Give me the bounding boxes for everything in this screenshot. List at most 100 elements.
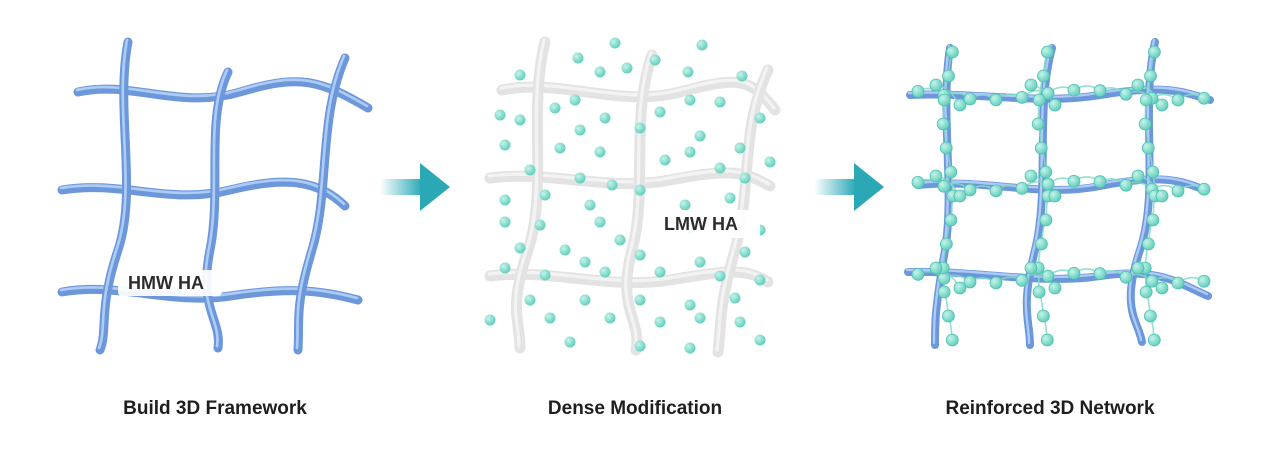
lmw-particle-17: [754, 112, 766, 124]
bonded-particle-17: [1041, 177, 1055, 191]
bonded-particle-12: [911, 175, 925, 189]
bonded-particle-64: [1139, 93, 1153, 107]
bonded-particle-46: [937, 285, 951, 299]
lmw-particle-61: [729, 292, 741, 304]
bonded-particle-5: [1041, 86, 1055, 100]
bonded-particle-22: [1171, 184, 1185, 198]
lmw-particle-55: [714, 270, 726, 282]
hmw-label-backdrop: [118, 270, 222, 296]
lmw-particle-59: [634, 294, 646, 306]
bonded-particle-75: [929, 78, 943, 92]
lmw-particle-19: [634, 122, 646, 134]
gray-strand-v1: [510, 36, 551, 354]
lmw-particle-22: [554, 142, 566, 154]
panel-reinforced-network: [904, 38, 1214, 349]
lmw-particle-2: [572, 52, 584, 64]
lmw-particle-0: [609, 37, 621, 49]
bonded-particle-27: [989, 276, 1003, 290]
bonded-particle-88: [953, 281, 967, 295]
lmw-particle-8: [736, 70, 748, 82]
bonded-particle-3: [989, 93, 1003, 107]
gray-strand-h3: [484, 266, 774, 289]
bonded-particle-11: [1197, 91, 1211, 105]
arrow-1-head: [420, 163, 450, 211]
bonded-particle-19: [1093, 175, 1107, 189]
bonded-particle-76: [953, 98, 967, 112]
lmw-particle-69: [634, 340, 646, 352]
arrow-2-head: [854, 163, 884, 211]
lmw-particle-34: [539, 189, 551, 201]
lmw-particle-66: [694, 312, 706, 324]
bonded-particle-49: [1040, 45, 1054, 59]
bonded-particle-16: [1015, 181, 1029, 195]
lmw-particle-4: [514, 69, 526, 81]
bonded-particle-87: [929, 261, 943, 275]
arrow-2-tail: [814, 179, 856, 195]
lmw-particle-62: [484, 314, 496, 326]
bonded-particle-50: [1037, 69, 1050, 83]
bonded-particle-37: [942, 69, 955, 83]
bonded-particle-60: [1036, 309, 1050, 323]
bonded-particle-6: [1067, 83, 1081, 97]
bonded-particle-57: [1034, 237, 1048, 251]
lmw-particle-45: [514, 242, 526, 254]
hmw-strand-v3: [293, 53, 350, 355]
bonded-particle-13: [937, 179, 951, 193]
lmw-particle-28: [574, 172, 586, 184]
lmw-particle-15: [654, 106, 666, 118]
bonded-particle-78: [1048, 98, 1062, 112]
bonded-particle-33: [1145, 274, 1159, 288]
hmw-strand-v2: [202, 67, 233, 353]
bonded-particle-70: [1141, 237, 1155, 251]
lmw-label-backdrop: [652, 210, 760, 238]
lmw-particle-49: [694, 256, 706, 268]
lmw-particle-36: [634, 184, 646, 196]
lmw-particle-14: [599, 112, 611, 124]
bonded-particle-72: [1139, 285, 1153, 299]
bonded-particle-32: [1119, 270, 1133, 284]
panel-build-framework: [57, 37, 373, 355]
bonded-particle-89: [1024, 261, 1038, 275]
hmw-strand-v1: [95, 37, 133, 355]
lmw-particle-7: [682, 66, 694, 78]
bonded-particle-48: [945, 333, 959, 347]
lmw-particle-65: [654, 316, 666, 328]
lmw-particle-20: [694, 130, 706, 142]
lmw-particle-26: [764, 156, 776, 168]
lmw-particle-38: [724, 192, 736, 204]
lmw-particle-27: [524, 164, 536, 176]
bonded-particle-23: [1197, 182, 1211, 196]
bonded-particle-91: [1131, 261, 1145, 275]
bonded-particle-38: [937, 93, 951, 107]
bonded-particle-90: [1048, 281, 1062, 295]
lmw-particle-63: [544, 312, 556, 324]
hmw-strand-h2: [57, 177, 350, 211]
process-arrow-1: [380, 163, 450, 211]
lmw-particle-54: [654, 266, 666, 278]
lmw-particle-64: [604, 312, 616, 324]
bonded-particle-92: [1155, 281, 1169, 295]
lmw-particle-43: [614, 234, 626, 246]
lmw-particle-67: [734, 316, 746, 328]
lmw-particle-24: [684, 146, 696, 158]
bonded-particle-36: [945, 45, 959, 59]
lmw-particle-53: [599, 266, 611, 278]
bonded-particle-82: [953, 189, 967, 203]
lmw-particle-10: [684, 94, 696, 106]
lmw-particles: [484, 37, 776, 354]
lmw-particle-71: [754, 334, 766, 346]
lmw-particle-37: [679, 199, 691, 211]
bonded-particle-69: [1146, 213, 1160, 227]
bonded-particle-61: [1040, 333, 1054, 347]
caption-reinforced-network: Reinforced 3D Network: [945, 398, 1155, 419]
lmw-particle-41: [534, 219, 546, 231]
bonded-particle-62: [1147, 45, 1161, 59]
lmw-particle-68: [564, 336, 576, 348]
bonded-particle-85: [1131, 169, 1145, 183]
lmw-particle-9: [569, 94, 581, 106]
bonded-particle-39: [936, 117, 950, 131]
bonded-particle-29: [1041, 269, 1055, 283]
lmw-particle-52: [539, 269, 551, 281]
bonded-particle-0: [911, 84, 925, 98]
